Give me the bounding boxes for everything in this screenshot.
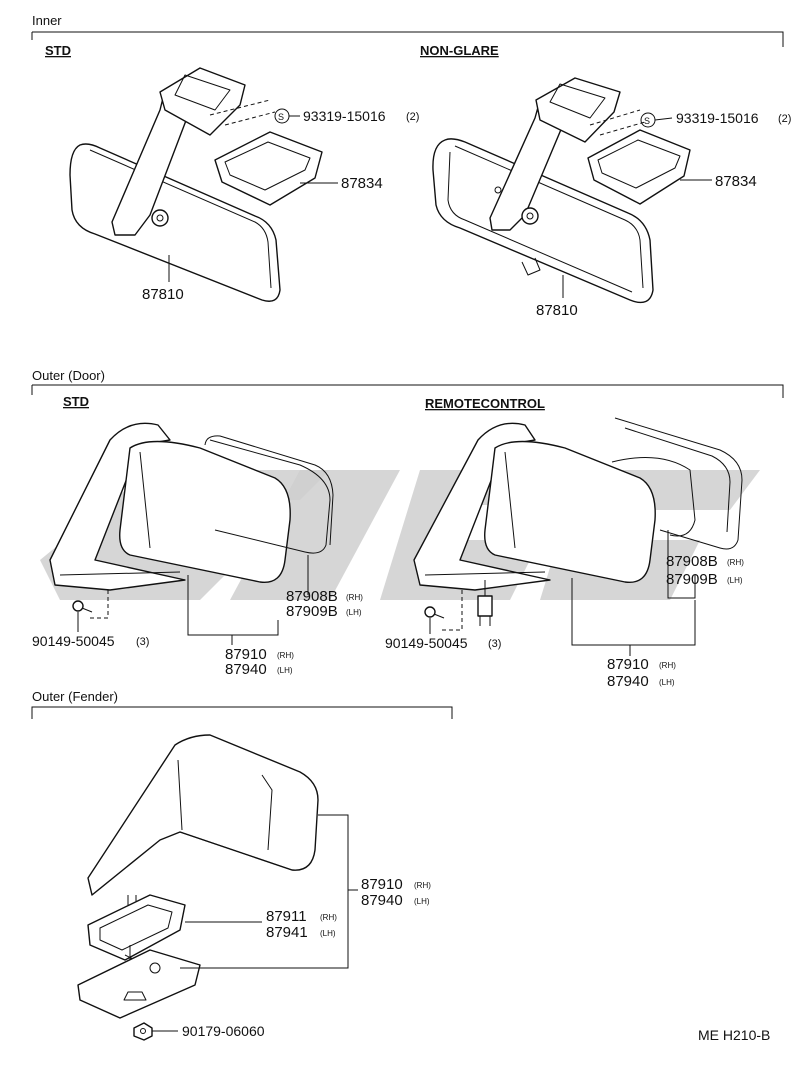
svg-text:(3): (3): [488, 638, 501, 650]
door-mirror-remote-drawing: [413, 417, 743, 631]
label-screw-remote-door: 90149-50045: [385, 635, 468, 651]
label-screw-std: 93319-15016: [303, 108, 386, 124]
label-cover-nonglare: 87834: [715, 173, 757, 190]
label-mirror-lh-std: 87940: [225, 661, 267, 678]
svg-text:S: S: [644, 116, 650, 126]
screw-icon-remote-door: [424, 606, 445, 619]
label-glass-lh-remote: 87909B: [666, 571, 718, 588]
label-glass-rh-remote: 87908B: [666, 553, 718, 570]
label-nonglare: NON-GLARE: [420, 43, 499, 58]
label-mirror-nonglare: 87810: [536, 302, 578, 319]
label-mirror-rh-std: 87910: [225, 646, 267, 663]
label-mirror-std: 87810: [142, 286, 184, 303]
section-bracket-outer-door: [32, 384, 784, 398]
drawing-code: ME H210-B: [698, 1027, 770, 1043]
svg-text:(LH): (LH): [659, 678, 675, 687]
label-mirror-rh-fender: 87910: [361, 876, 403, 893]
svg-text:(RH): (RH): [277, 651, 294, 660]
svg-text:(RH): (RH): [414, 881, 431, 890]
section-title-outer-fender: Outer (Fender): [32, 689, 118, 704]
label-base-lh-fender: 87941: [266, 924, 308, 941]
label-glass-rh-std: 87908B: [286, 588, 338, 605]
label-std-inner: STD: [45, 43, 71, 58]
svg-text:(LH): (LH): [346, 608, 362, 617]
svg-text:(LH): (LH): [414, 897, 430, 906]
svg-text:(LH): (LH): [727, 576, 743, 585]
section-bracket-inner: [32, 31, 784, 47]
svg-text:(2): (2): [778, 113, 791, 125]
label-screw-nonglare: 93319-15016: [676, 110, 759, 126]
label-std-door: STD: [63, 394, 89, 409]
nut-icon: [133, 1022, 153, 1041]
svg-text:(3): (3): [136, 636, 149, 648]
svg-text:S: S: [278, 112, 284, 122]
svg-text:(RH): (RH): [727, 558, 744, 567]
section-outer-door: Outer (Door) STD REMOTECONTROL 87908B (R…: [31, 368, 784, 690]
svg-text:(2): (2): [406, 111, 419, 123]
svg-text:(RH): (RH): [320, 913, 337, 922]
label-remotecontrol: REMOTECONTROL: [425, 396, 545, 411]
label-base-rh-fender: 87911: [266, 908, 307, 925]
label-cover-std: 87834: [341, 175, 383, 192]
door-mirror-std-drawing: [49, 422, 334, 619]
screw-icon-std-door: [72, 600, 93, 613]
section-outer-fender: Outer (Fender) 87910 (RH) 87940 (LH) 879…: [31, 689, 453, 1041]
fender-mirror-drawing: [77, 734, 319, 1019]
svg-text:(LH): (LH): [277, 666, 293, 675]
label-nut-fender: 90179-06060: [182, 1023, 265, 1039]
section-title-inner: Inner: [32, 13, 62, 28]
label-screw-std-door: 90149-50045: [32, 633, 115, 649]
label-glass-lh-std: 87909B: [286, 603, 338, 620]
label-mirror-rh-remote: 87910: [607, 656, 649, 673]
label-mirror-lh-remote: 87940: [607, 673, 649, 690]
section-inner: Inner STD NON-GLARE S 93319-15016 (2) 87…: [31, 13, 791, 319]
svg-text:(RH): (RH): [346, 593, 363, 602]
section-bracket-outer-fender: [31, 706, 453, 719]
inner-mirror-std-drawing: [69, 67, 323, 302]
inner-mirror-nonglare-drawing: [432, 77, 691, 304]
label-mirror-lh-fender: 87940: [361, 892, 403, 909]
section-title-outer-door: Outer (Door): [32, 368, 105, 383]
svg-text:(LH): (LH): [320, 929, 336, 938]
svg-text:(RH): (RH): [659, 661, 676, 670]
